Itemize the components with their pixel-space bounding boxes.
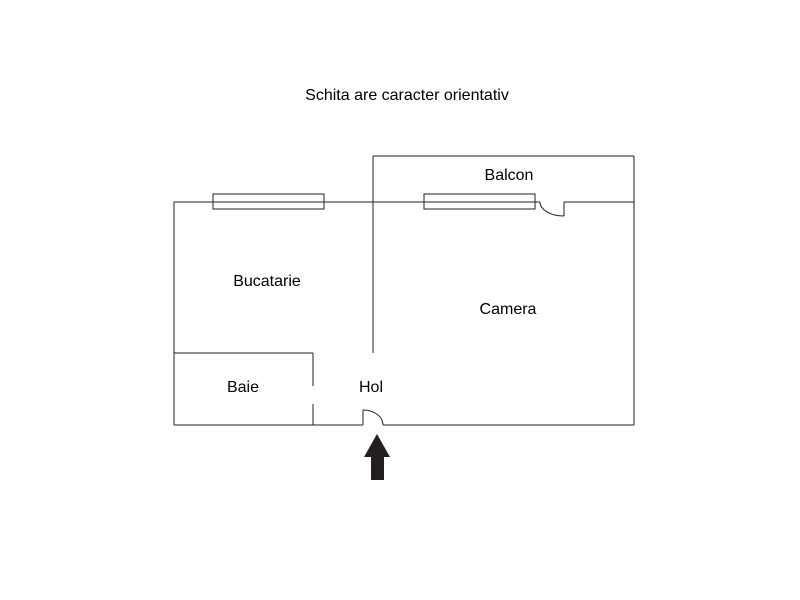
arrow-up-icon <box>364 434 390 480</box>
balcony-outline <box>372 155 635 202</box>
room-label-balcony: Balcon <box>485 167 534 184</box>
interior-walls <box>174 202 374 425</box>
balcony-door <box>539 201 565 217</box>
entrance-door <box>362 409 384 426</box>
room-label-bathroom: Baie <box>227 379 259 396</box>
room-label-room: Camera <box>480 301 537 318</box>
window-room <box>423 193 536 210</box>
window-kitchen <box>212 193 325 210</box>
room-label-kitchen: Bucatarie <box>233 273 301 290</box>
room-label-hall: Hol <box>359 379 383 396</box>
plan-title: Schita are caracter orientativ <box>305 87 509 104</box>
